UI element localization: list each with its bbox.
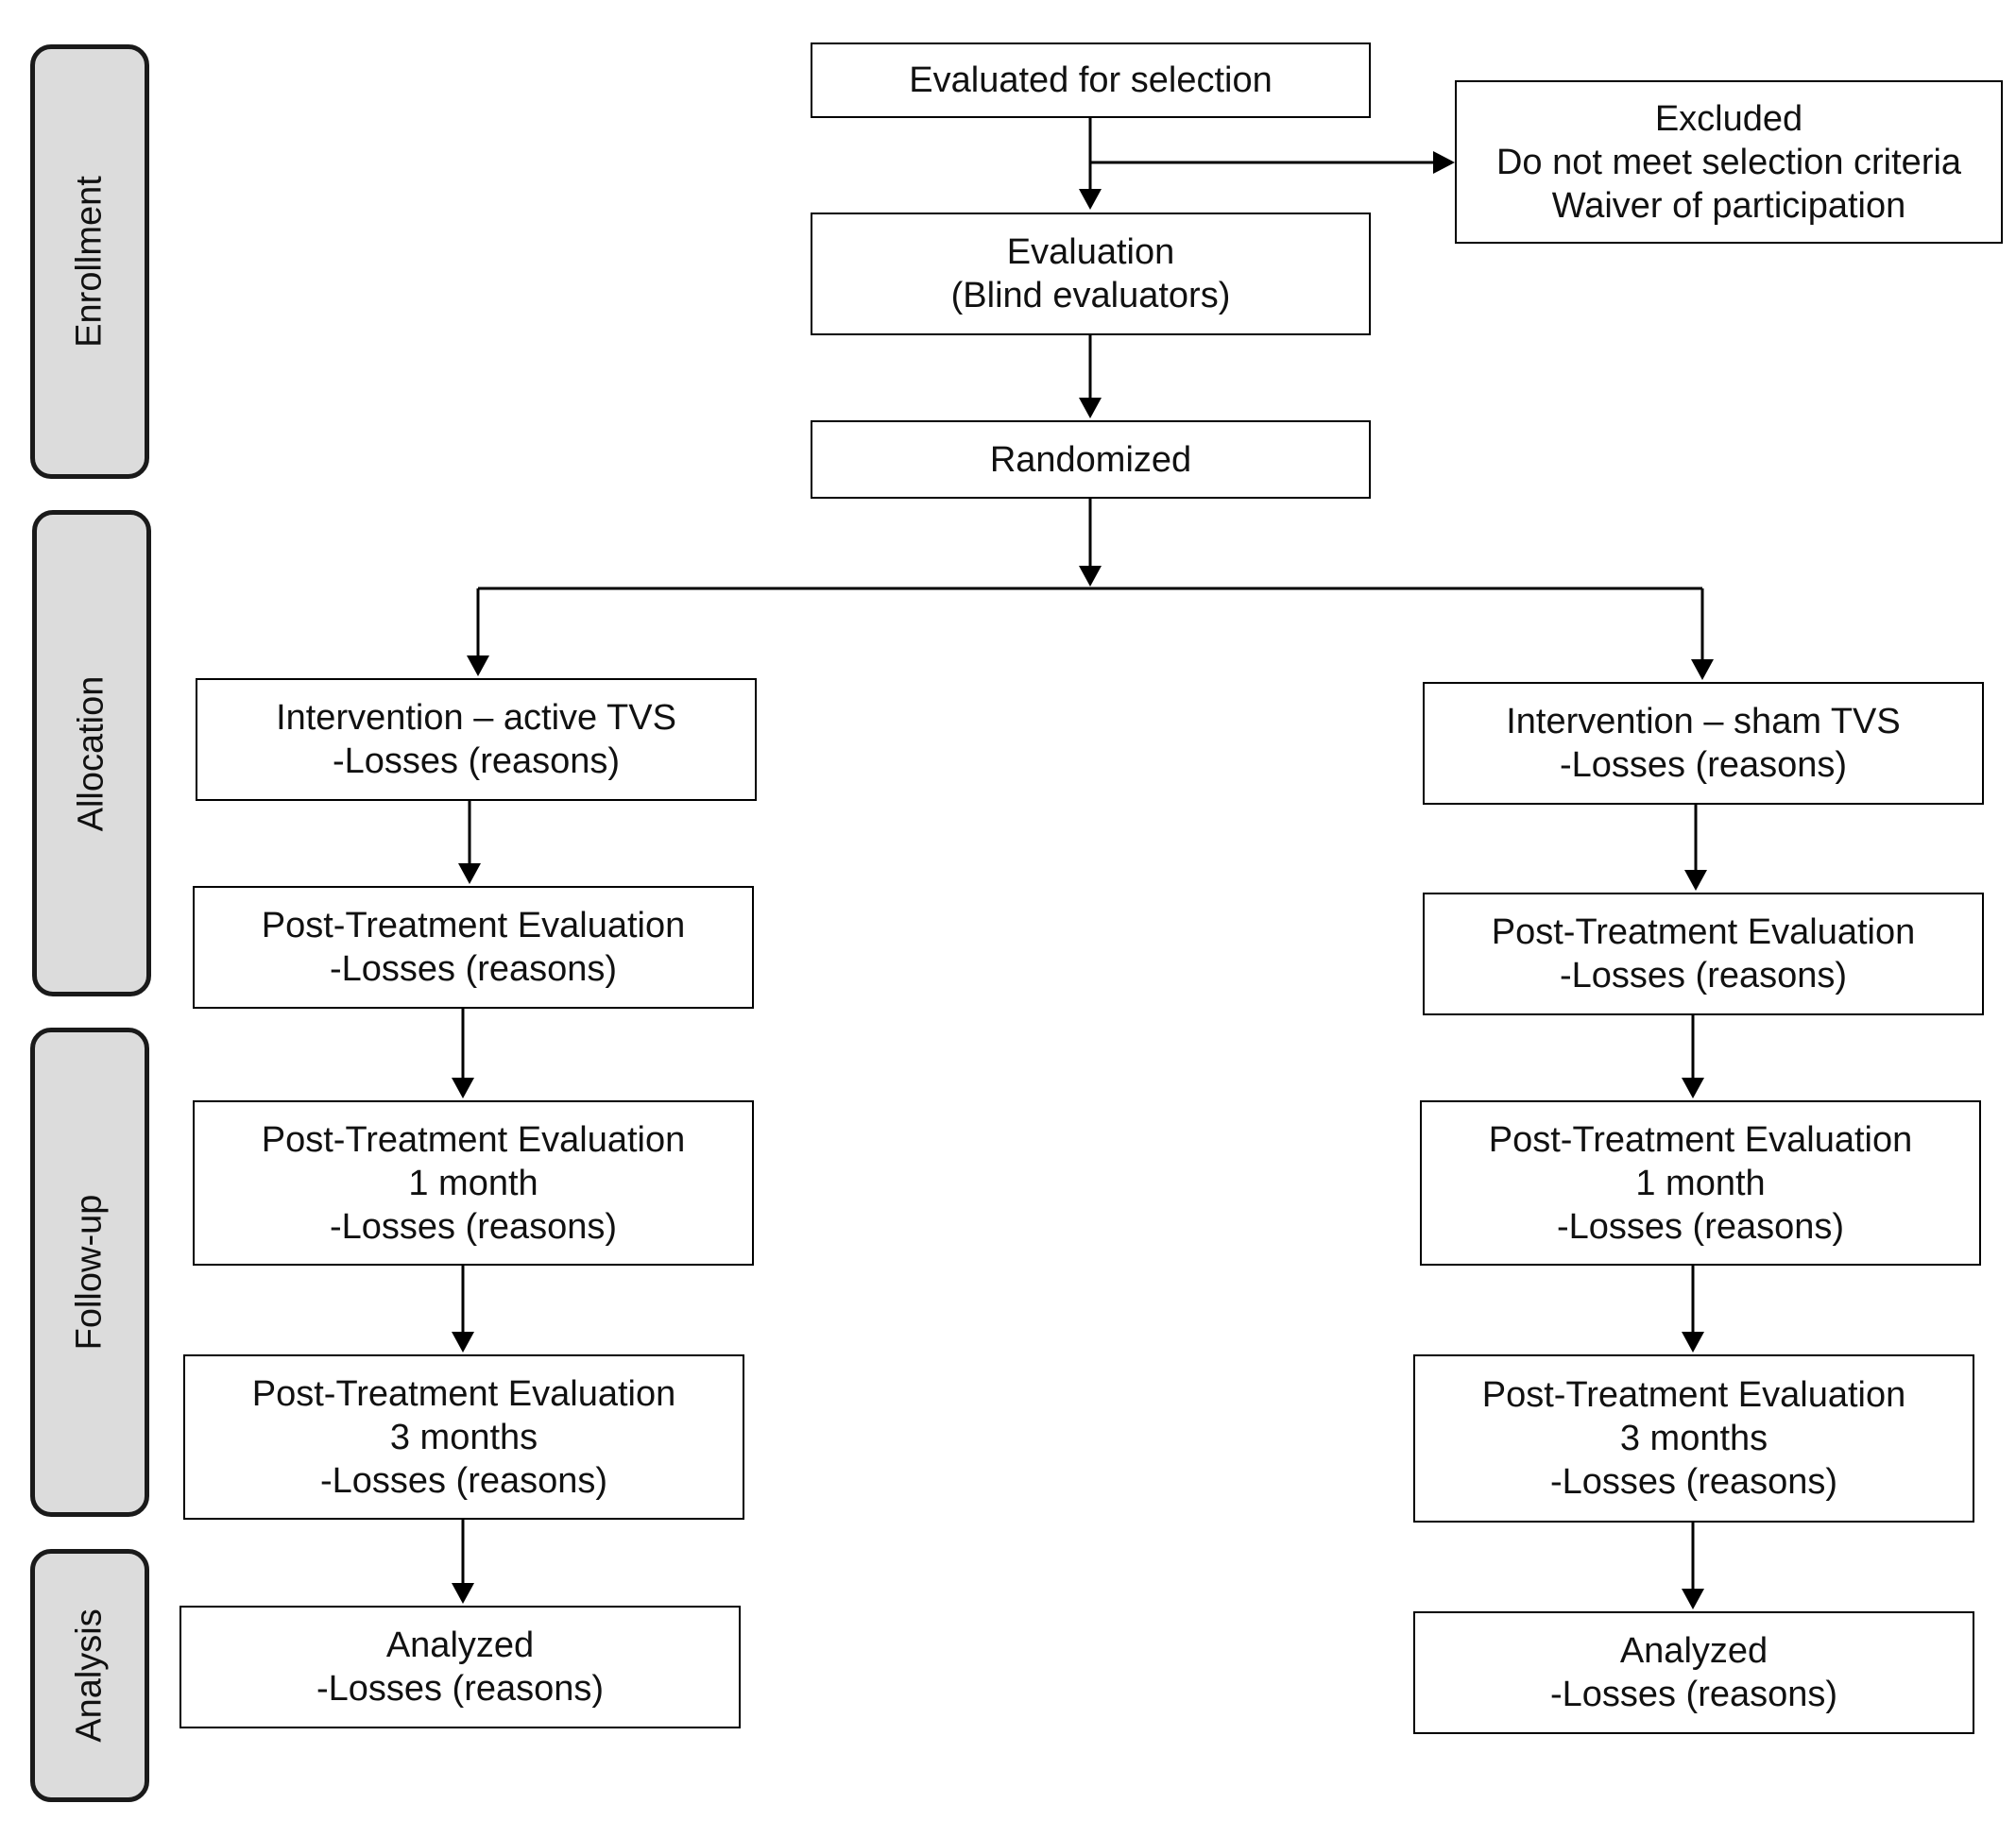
left-post-treatment-title: Post-Treatment Evaluation [261, 906, 686, 945]
right-post-treatment-box: Post-Treatment Evaluation -Losses (reaso… [1423, 893, 1984, 1015]
right-intervention-title: Intervention – sham TVS [1506, 702, 1901, 741]
left-3-months-title: Post-Treatment Evaluation [251, 1373, 676, 1414]
left-3-months-period: 3 months [389, 1417, 538, 1457]
arrowhead-left-post [458, 863, 481, 884]
evaluation-box: Evaluation (Blind evaluators) [811, 213, 1371, 335]
left-intervention-title: Intervention – active TVS [276, 698, 676, 738]
phase-followup: Follow-up [30, 1028, 149, 1517]
excluded-reason-criteria: Do not meet selection criteria [1495, 142, 1962, 182]
left-intervention-box: Intervention – active TVS -Losses (reaso… [196, 678, 757, 801]
right-intervention-losses: -Losses (reasons) [1559, 745, 1848, 785]
arrowhead-randomized [1079, 398, 1102, 418]
evaluated-for-selection-text: Evaluated for selection [909, 60, 1273, 100]
right-analyzed-title: Analyzed [1619, 1631, 1768, 1671]
arrowhead-left-1-month [452, 1078, 474, 1098]
right-analyzed-losses: -Losses (reasons) [1549, 1675, 1838, 1714]
arrowhead-right-post [1684, 870, 1707, 891]
arrowhead-evaluation [1079, 189, 1102, 210]
arrowhead-left-intervention [467, 655, 489, 676]
arrowhead-split [1079, 566, 1102, 587]
right-1-month-period: 1 month [1635, 1163, 1766, 1203]
right-1-month-box: Post-Treatment Evaluation 1 month -Losse… [1420, 1100, 1981, 1266]
evaluation-title: Evaluation [1006, 232, 1175, 272]
right-1-month-losses: -Losses (reasons) [1556, 1206, 1845, 1247]
right-3-months-box: Post-Treatment Evaluation 3 months -Loss… [1413, 1354, 1974, 1523]
left-3-months-losses: -Losses (reasons) [319, 1460, 608, 1501]
left-post-treatment-box: Post-Treatment Evaluation -Losses (reaso… [193, 886, 754, 1009]
left-1-month-title: Post-Treatment Evaluation [261, 1119, 686, 1160]
left-analyzed-title: Analyzed [385, 1625, 535, 1665]
left-1-month-box: Post-Treatment Evaluation 1 month -Losse… [193, 1100, 754, 1266]
left-1-month-losses: -Losses (reasons) [329, 1206, 618, 1247]
right-intervention-box: Intervention – sham TVS -Losses (reasons… [1423, 682, 1984, 805]
left-3-months-box: Post-Treatment Evaluation 3 months -Loss… [183, 1354, 744, 1520]
arrowhead-left-analyzed [452, 1583, 474, 1604]
right-3-months-losses: -Losses (reasons) [1549, 1462, 1838, 1502]
arrowhead-right-analyzed [1682, 1589, 1704, 1609]
phase-analysis: Analysis [30, 1549, 149, 1802]
left-post-treatment-losses: -Losses (reasons) [329, 949, 618, 989]
left-intervention-losses: -Losses (reasons) [332, 741, 621, 781]
phase-allocation: Allocation [32, 510, 151, 996]
left-1-month-period: 1 month [408, 1163, 538, 1203]
arrowhead-right-intervention [1691, 659, 1714, 680]
arrowhead-left-3-months [452, 1332, 474, 1353]
right-post-treatment-losses: -Losses (reasons) [1559, 956, 1848, 996]
excluded-box: Excluded Do not meet selection criteria … [1455, 80, 2003, 244]
randomized-box: Randomized [811, 420, 1371, 499]
arrowhead-excluded [1433, 151, 1455, 174]
arrowhead-right-3-months [1682, 1332, 1704, 1353]
right-3-months-title: Post-Treatment Evaluation [1481, 1375, 1906, 1415]
arrowhead-right-1-month [1682, 1078, 1704, 1098]
right-post-treatment-title: Post-Treatment Evaluation [1491, 912, 1916, 952]
left-analyzed-box: Analyzed -Losses (reasons) [179, 1606, 741, 1728]
excluded-title: Excluded [1654, 98, 1803, 139]
right-3-months-period: 3 months [1619, 1419, 1768, 1458]
excluded-reason-waiver: Waiver of participation [1551, 185, 1906, 226]
left-analyzed-losses: -Losses (reasons) [316, 1669, 605, 1709]
phase-enrollment: Enrollment [30, 44, 149, 479]
randomized-text: Randomized [989, 439, 1192, 480]
evaluated-for-selection-box: Evaluated for selection [811, 43, 1371, 118]
right-1-month-title: Post-Treatment Evaluation [1488, 1119, 1913, 1160]
evaluation-subtitle: (Blind evaluators) [950, 276, 1231, 315]
right-analyzed-box: Analyzed -Losses (reasons) [1413, 1611, 1974, 1734]
